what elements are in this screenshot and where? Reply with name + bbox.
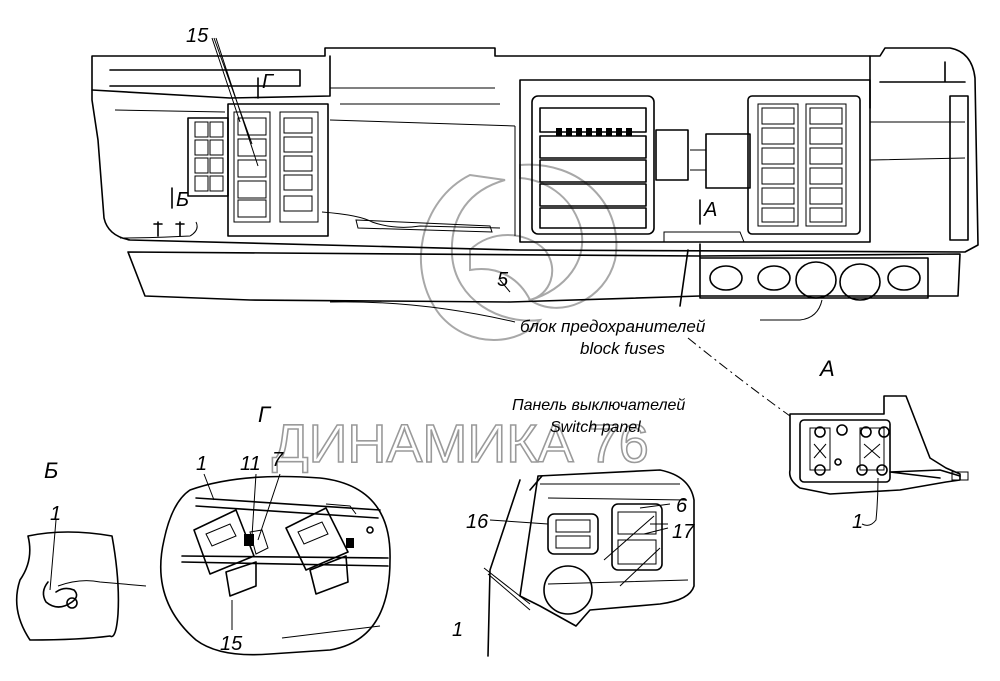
caption-switch-en: Switch panel: [550, 419, 641, 436]
watermark-text: ДИНАМИКА 76: [272, 414, 649, 474]
left-relay-column-b: [233, 111, 271, 223]
callout-15-g: 15: [220, 633, 243, 655]
watermark: ДИНАМИКА 76: [271, 163, 650, 475]
callout-7: 7: [272, 449, 284, 471]
callout-1-a: 1: [852, 511, 863, 533]
view-label-g-top: Г: [262, 71, 275, 93]
callout-6: 6: [676, 495, 688, 517]
callout-11: 11: [240, 453, 261, 475]
view-label-a: А: [818, 356, 835, 381]
watermark-logo-icon: [419, 163, 618, 341]
view-label-b: Б: [44, 458, 58, 483]
switch-panel-detail: [483, 469, 695, 657]
view-label-a-top: А: [703, 199, 717, 221]
dashboard-assembly: [91, 37, 979, 417]
view-label-g: Г: [258, 402, 272, 427]
view-a-detail: [788, 395, 969, 526]
view-b-detail: [15, 519, 147, 641]
callout-17: 17: [672, 521, 695, 543]
view-g-detail: [160, 473, 391, 656]
callout-15-top: 15: [186, 25, 209, 47]
right-fuse-block: [747, 95, 861, 235]
switch-panel-top: [531, 95, 655, 235]
left-relay-column-c: [279, 111, 319, 223]
callout-1-g: 1: [196, 453, 207, 475]
callout-16: 16: [466, 511, 489, 533]
caption-fuse-ru: блок предохранителей: [520, 317, 706, 336]
left-relay-housing: [227, 103, 329, 237]
gauge-strip: [699, 257, 929, 299]
caption-fuse-en: block fuses: [580, 339, 666, 358]
caption-switch-ru: Панель выключателей: [512, 397, 685, 414]
callout-5: 5: [497, 269, 509, 291]
view-label-b-top: Б: [176, 189, 189, 211]
callout-1-b: 1: [50, 503, 61, 525]
right-fuse-grid: [757, 103, 847, 227]
left-relay-column-a: [187, 117, 229, 197]
connector-strip: [556, 128, 632, 136]
callout-1-switch: 1: [452, 619, 463, 641]
